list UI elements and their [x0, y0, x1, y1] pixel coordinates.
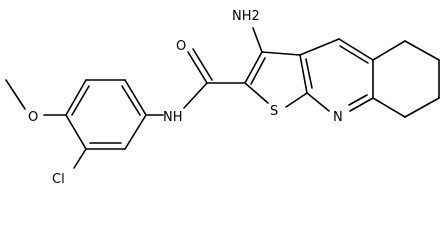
bond-ar-c4-c5: [65, 114, 87, 150]
atom-label-nh-amide: NH: [163, 110, 183, 125]
atom-label-n-ring: N: [333, 110, 343, 125]
bond-n-c7a: [306, 92, 330, 112]
molecule-structure: NH2 O NH S N O Cl: [5, 9, 440, 187]
atom-label-cl: Cl: [52, 172, 65, 187]
bond-ar-c3-c4-inner: [71, 85, 90, 116]
bond-c4-c4a: [338, 38, 374, 61]
bond-c3a-c4: [299, 38, 340, 56]
bond-s-c2: [244, 82, 269, 104]
bond-ar-c3-c4: [65, 79, 87, 116]
bond-c-o-1: [187, 51, 208, 84]
bond-c7-c8: [404, 97, 440, 118]
bond-c3a-c7a: [299, 54, 308, 94]
bond-c2-c3-inner: [250, 57, 266, 85]
structure-canvas: NH2 O NH S N O Cl: [5, 9, 440, 187]
bond-c2-c3: [244, 51, 263, 84]
bond-c3-c3a: [261, 51, 301, 56]
bond-c5-c6: [404, 40, 440, 61]
atom-label-s: S: [270, 104, 278, 119]
bond-c7a-s: [285, 92, 308, 108]
atom-label-o-carbonyl: O: [176, 39, 186, 54]
bond-c4a-c5: [372, 40, 406, 61]
bond-c8a-n: [349, 97, 374, 112]
bond-ar-cl: [73, 148, 87, 169]
bond-c7a-c3a-inner: [305, 58, 313, 89]
bond-c8-c8a: [372, 97, 406, 118]
bond-c3-nh2: [252, 27, 263, 53]
bond-ar-c6-c1: [124, 114, 147, 150]
atom-label-nh2: NH2: [232, 9, 260, 24]
atom-label-o-methoxy: O: [28, 110, 38, 125]
bond-c-o-2: [192, 48, 213, 81]
bond-c-nh: [183, 82, 208, 109]
bond-c4-c4a-inner: [339, 45, 369, 64]
bond-o-ch3: [5, 79, 26, 110]
bond-c8a-n-inner: [348, 94, 368, 106]
bond-ar-c1-c2-inner: [121, 85, 141, 116]
bond-ar-c1-c2: [124, 79, 147, 116]
